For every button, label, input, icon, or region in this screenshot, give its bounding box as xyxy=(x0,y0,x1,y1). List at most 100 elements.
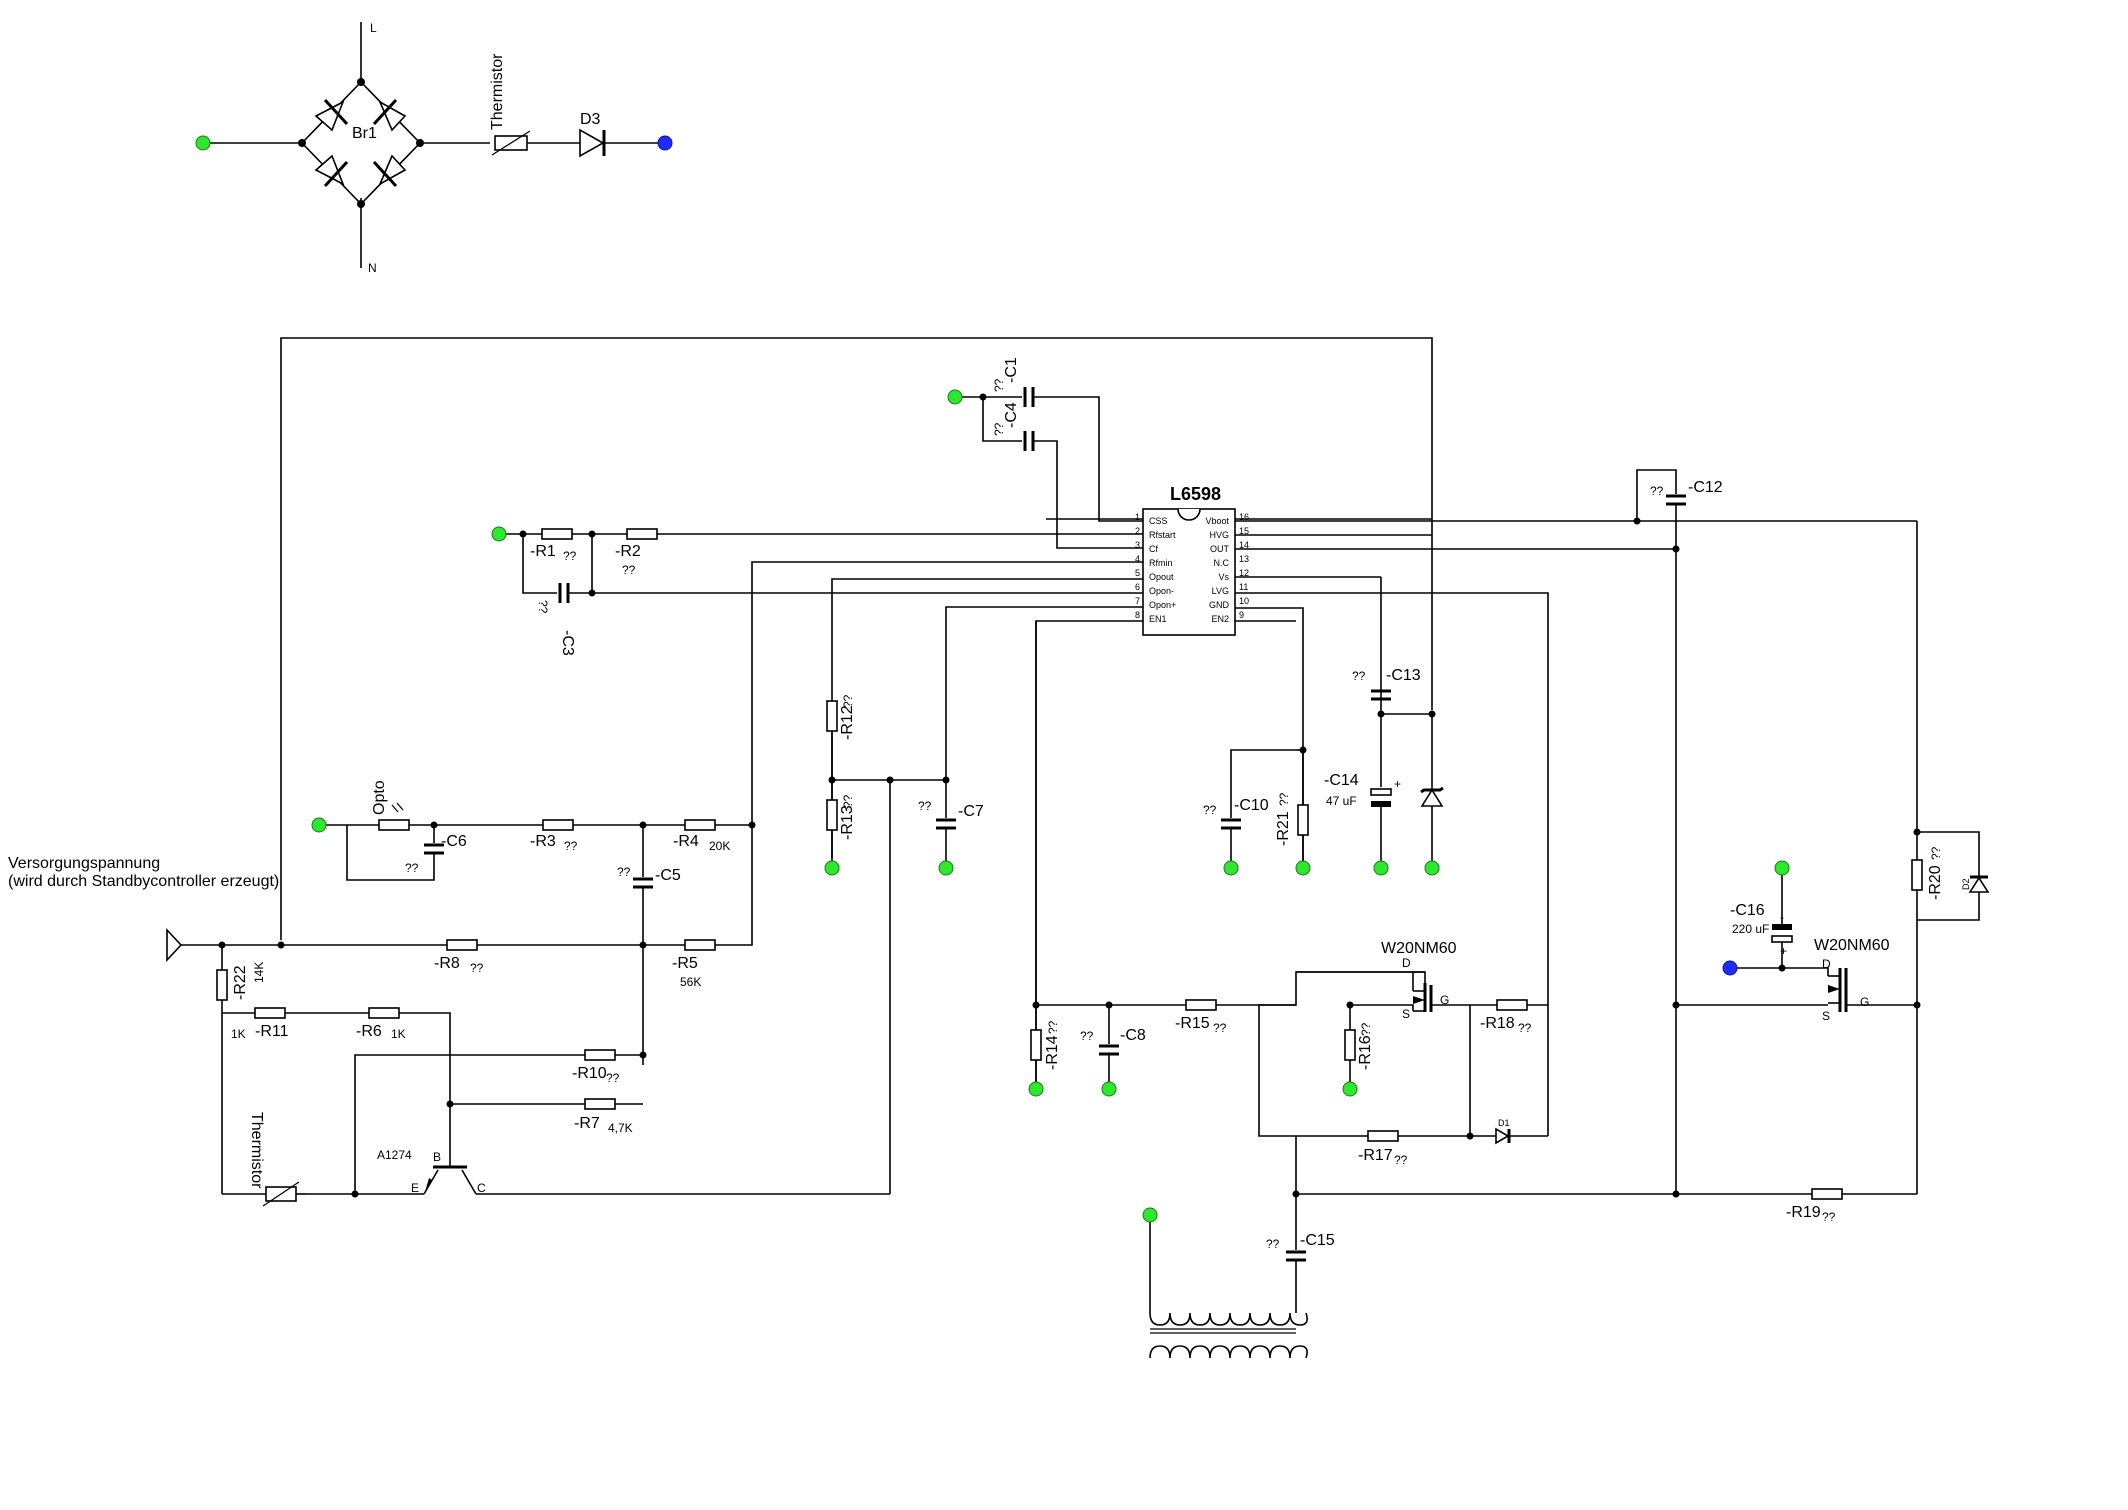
svg-text:+: + xyxy=(1780,944,1787,958)
terminal-r21-ground[interactable] xyxy=(1295,860,1311,876)
label-r15: -R15 xyxy=(1175,1015,1210,1032)
label-c6: -C6 xyxy=(441,833,467,850)
terminal-c1-ground[interactable] xyxy=(947,389,963,405)
label-thermistor-2: Thermistor xyxy=(248,1112,265,1189)
value-r21: ?? xyxy=(1277,792,1291,806)
terminal-c7-ground[interactable] xyxy=(938,860,954,876)
half-bridge-lower: -R14 ?? -C8 ?? -R15 ?? D1 -R17 ?? W20NM6… xyxy=(1028,621,1917,1359)
ic-pin-number: 6 xyxy=(1135,582,1140,592)
ic-name: L6598 xyxy=(1170,484,1221,504)
label-mosfet-1: W20NM60 xyxy=(1381,940,1457,957)
ic-pin-rfstart: Rfstart xyxy=(1149,530,1176,540)
label-r17: -R17 xyxy=(1358,1147,1393,1164)
label-mos1-drain: D xyxy=(1402,956,1411,970)
value-c6: ?? xyxy=(405,861,419,875)
label-c16: -C16 xyxy=(1730,902,1765,919)
value-c3: ?? xyxy=(536,600,550,614)
frame-wires xyxy=(280,337,1433,940)
label-r20: -R20 xyxy=(1927,865,1944,900)
label-opto: Opto xyxy=(371,780,388,815)
label-r19: -R19 xyxy=(1786,1204,1821,1221)
ic-pin-number: 11 xyxy=(1239,582,1248,592)
ic-notch-icon xyxy=(1177,508,1201,521)
ic-pin-number: 4 xyxy=(1135,554,1140,564)
ic-pin-number: 3 xyxy=(1135,540,1140,550)
ic-pin-number: 2 xyxy=(1135,526,1140,536)
value-r2: ?? xyxy=(622,563,636,577)
value-r12: ?? xyxy=(841,694,855,708)
terminal-c14-ground[interactable] xyxy=(1373,860,1389,876)
ic-pin-number: 16 xyxy=(1239,512,1249,522)
supply-label-2: (wird durch Standbycontroller erzeugt) xyxy=(8,873,279,890)
value-r13: ?? xyxy=(841,794,855,808)
supply-input-arrow-icon[interactable] xyxy=(166,927,183,963)
value-r3: ?? xyxy=(564,839,578,853)
label-collector: C xyxy=(477,1181,486,1195)
value-r10: ?? xyxy=(606,1071,620,1085)
terminal-c10-ground[interactable] xyxy=(1223,860,1239,876)
label-c10: -C10 xyxy=(1234,797,1269,814)
label-r21: -R21 xyxy=(1275,811,1292,846)
terminal-c8-ground[interactable] xyxy=(1101,1081,1117,1097)
ic-pin-number: 15 xyxy=(1239,526,1249,536)
label-r5: -R5 xyxy=(672,955,698,972)
label-d3: D3 xyxy=(580,111,601,128)
ic-pin-rfmin: Rfmin xyxy=(1149,558,1173,568)
label-a1274: A1274 xyxy=(377,1148,412,1162)
value-r7: 4,7K xyxy=(608,1121,633,1135)
startup-circuit: -R22 -R22 14K -R11 1K -R6 1K -R10 ?? -R7… xyxy=(216,945,890,1207)
terminal-r1-ground[interactable] xyxy=(491,526,507,542)
diode-d2-icon xyxy=(1968,876,1990,893)
value-r5: 56K xyxy=(680,975,701,989)
ic-body xyxy=(1142,508,1236,636)
ic-pin-en1: EN1 xyxy=(1149,614,1167,624)
label-c3: -C3 xyxy=(559,630,576,656)
value-c4: ?? xyxy=(992,422,1006,436)
value-c15: ?? xyxy=(1266,1237,1280,1251)
transformer-primary-icon xyxy=(1149,1312,1308,1326)
bridge-rectifier: L N Br1 Thermistor D3 xyxy=(195,21,673,275)
label-mos2-drain: D xyxy=(1822,957,1831,971)
terminal-r14-ground[interactable] xyxy=(1028,1081,1044,1097)
ic-pin-css: CSS xyxy=(1149,516,1168,526)
value-r19: ?? xyxy=(1822,1210,1836,1224)
label-r1: -R1 xyxy=(530,543,556,560)
ic-pin-en2: EN2 xyxy=(1211,614,1229,624)
label-r14: -R14 xyxy=(1044,1035,1061,1070)
terminal-ac-left[interactable] xyxy=(195,135,211,151)
ic-pin-hvg: HVG xyxy=(1209,530,1229,540)
ic-pin-number: 10 xyxy=(1239,596,1249,606)
value-r1: ?? xyxy=(563,549,577,563)
label-r16: -R16 xyxy=(1357,1035,1374,1070)
terminal-opto-ground[interactable] xyxy=(311,817,327,833)
value-r15: ?? xyxy=(1213,1021,1227,1035)
label-mosfet-2: W20NM60 xyxy=(1814,937,1890,954)
terminal-dc-out[interactable] xyxy=(657,135,673,151)
label-r4: -R4 xyxy=(673,833,699,850)
value-c14: 47 uF xyxy=(1326,794,1357,808)
label-emitter: E xyxy=(411,1181,419,1195)
label-r18: -R18 xyxy=(1480,1015,1515,1032)
label-r11: -R11 xyxy=(255,1023,289,1040)
label-c1: -C1 xyxy=(1003,357,1020,383)
label-r2: -R2 xyxy=(615,543,641,560)
transformer-secondary-icon xyxy=(1149,1345,1308,1359)
ic-pin-vs: Vs xyxy=(1218,572,1229,582)
terminal-r16-ground[interactable] xyxy=(1342,1081,1358,1097)
diode-d3-icon xyxy=(579,128,605,158)
terminal-c16-dc[interactable] xyxy=(1722,960,1738,976)
value-c7: ?? xyxy=(918,799,932,813)
terminal-transformer-ground[interactable] xyxy=(1142,1207,1158,1223)
ic-right-wires: + -C13 ?? -C14 47 uF -C10 ?? -R21 ?? xyxy=(1203,520,1917,1136)
terminal-c16-ground[interactable] xyxy=(1774,860,1790,876)
ic-pin-number: 13 xyxy=(1239,554,1249,564)
supply-line: Versorgungspannung (wird durch Standbyco… xyxy=(8,825,753,989)
ic-pin-number: 9 xyxy=(1239,610,1244,620)
label-r10: -R10 xyxy=(572,1065,607,1082)
terminal-zener-ground[interactable] xyxy=(1424,860,1440,876)
svg-text:+: + xyxy=(1394,777,1401,791)
ic-pin-number: 14 xyxy=(1239,540,1249,550)
terminal-r13-ground[interactable] xyxy=(824,860,840,876)
supply-label-1: Versorgungspannung xyxy=(8,855,160,872)
